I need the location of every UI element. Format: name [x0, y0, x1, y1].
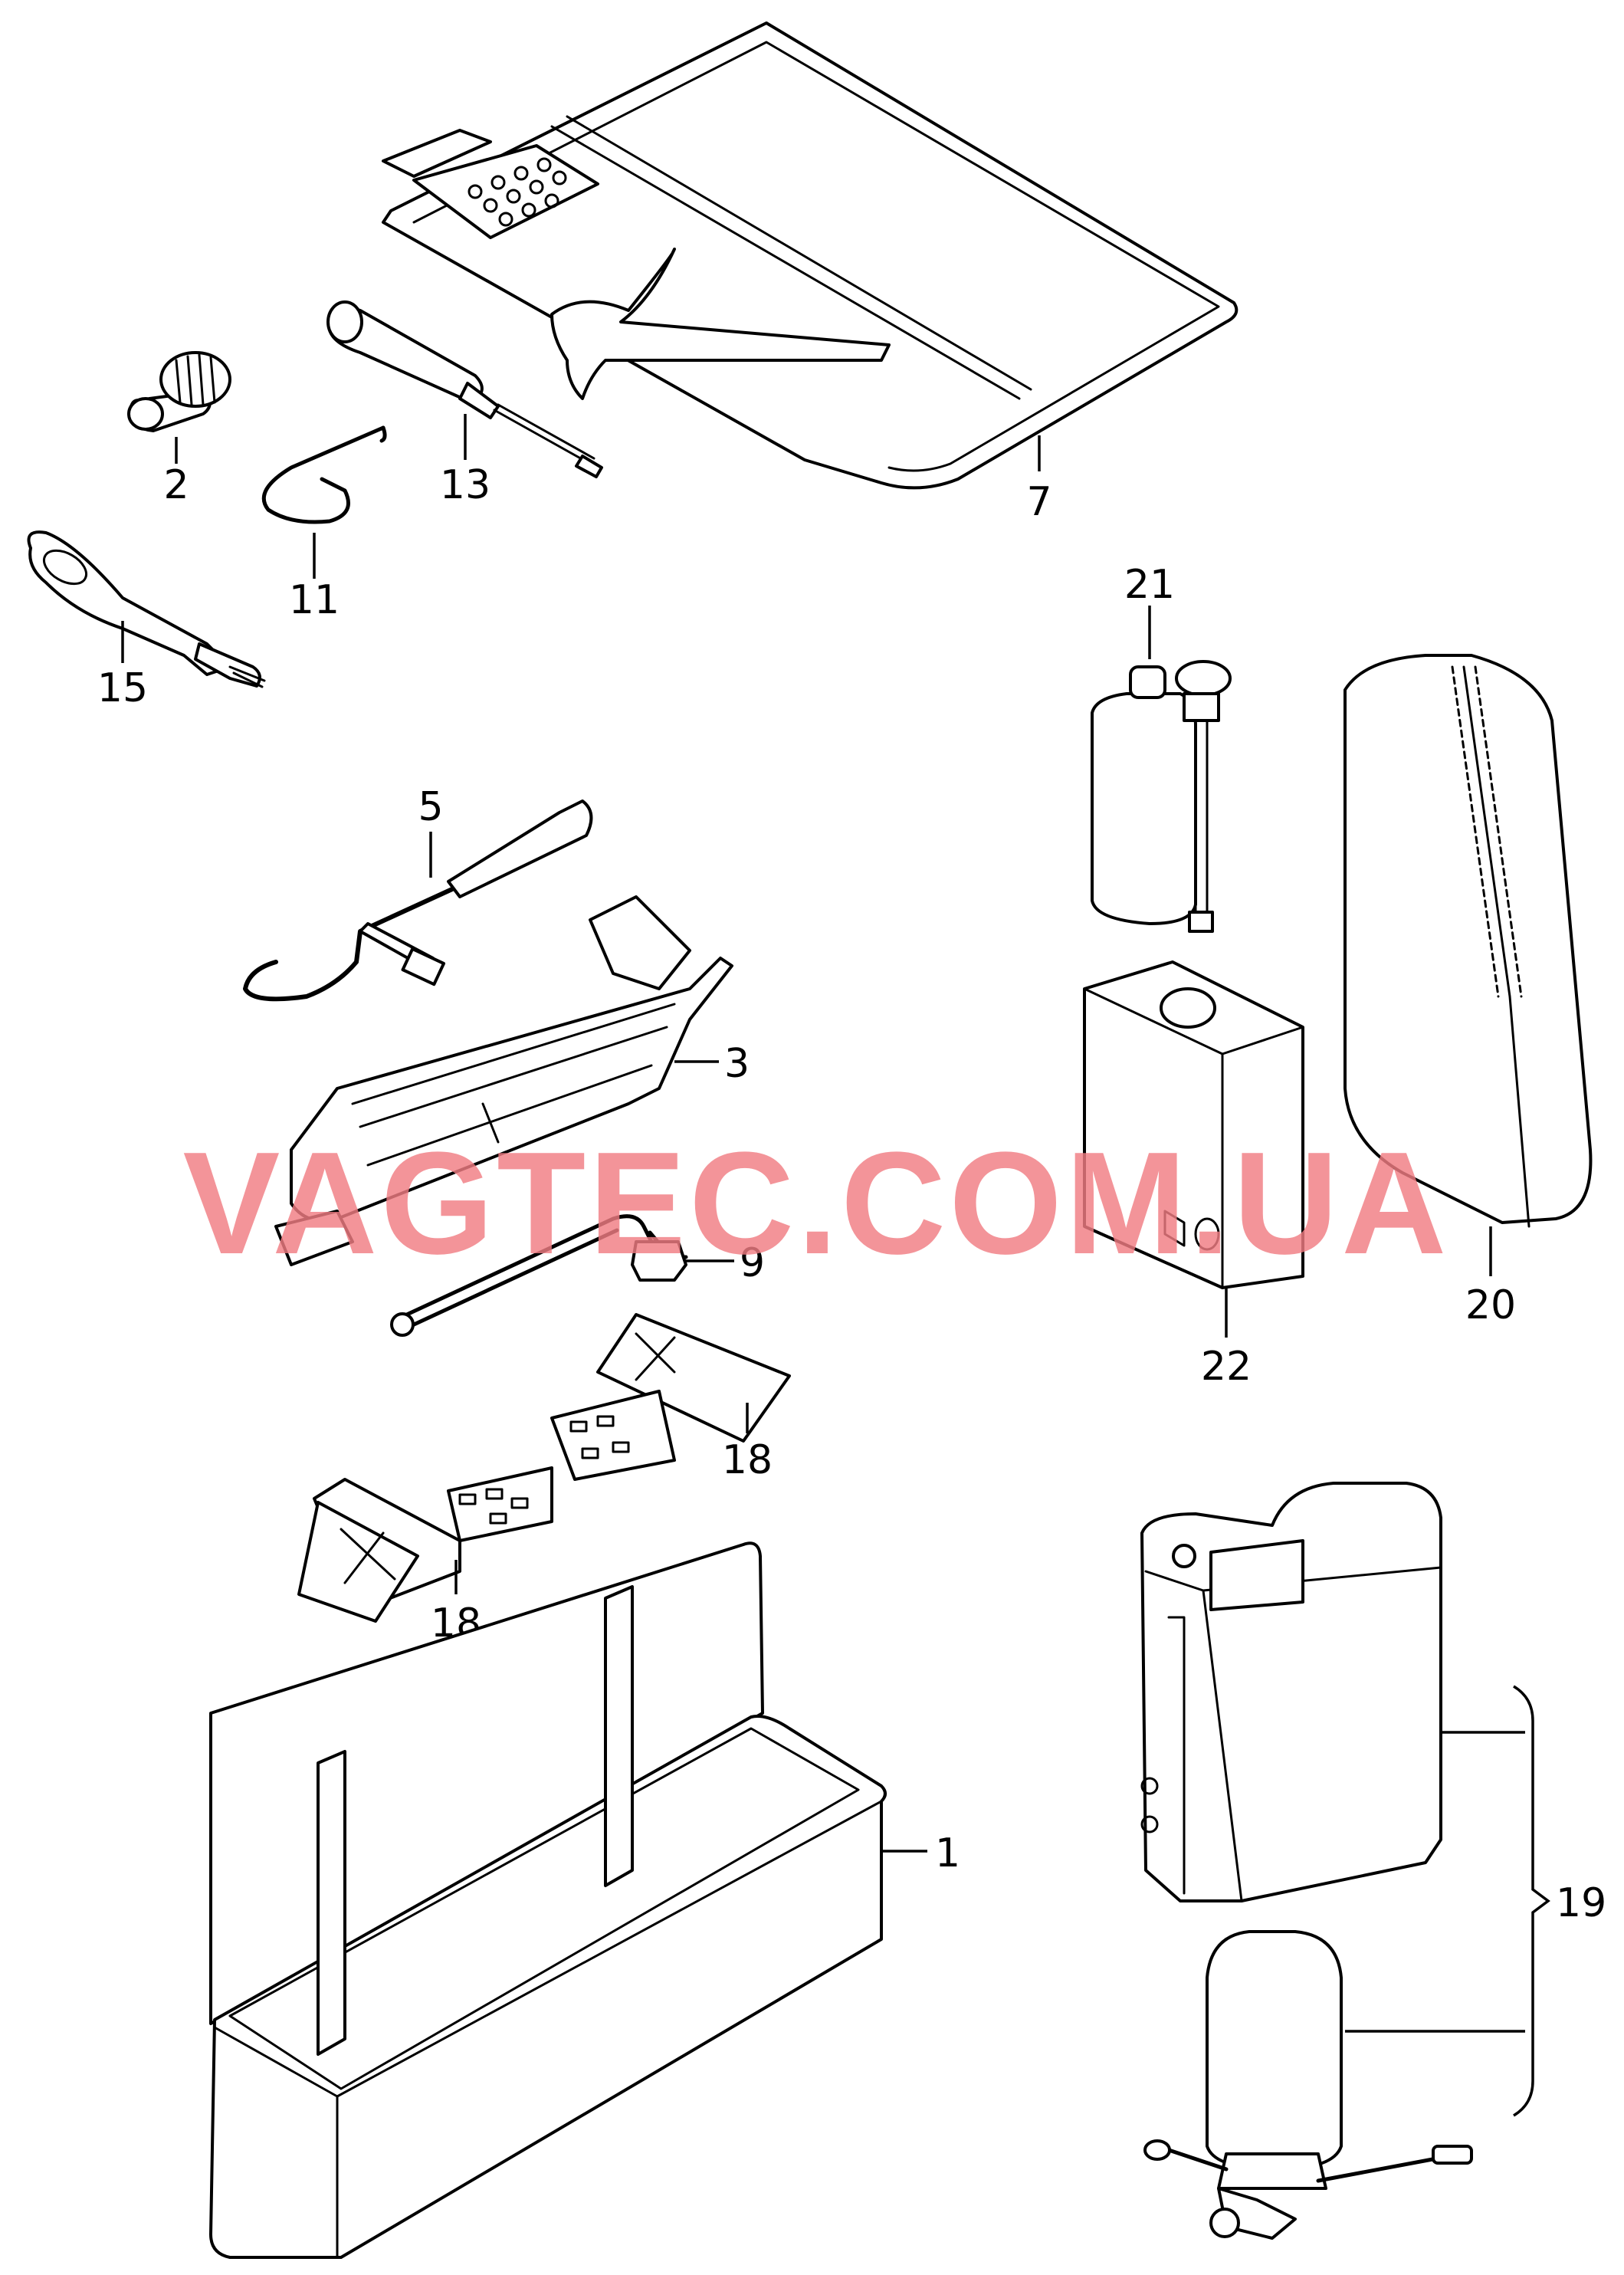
cover-bag-part-20[interactable] — [1343, 654, 1593, 1228]
wheel-wrench-part-9[interactable] — [390, 1214, 688, 1337]
tool-bag-part-7[interactable] — [382, 21, 1239, 490]
callout-9: 9 — [740, 1240, 765, 1286]
callout-21: 21 — [1124, 562, 1175, 608]
crank-handle-part-5[interactable] — [243, 799, 593, 1002]
callout-7: 7 — [1026, 479, 1051, 525]
compressor-unit-part-19[interactable] — [1140, 1482, 1442, 1902]
screwdriver-part-13[interactable] — [326, 300, 603, 478]
callout-20: 20 — [1465, 1282, 1516, 1328]
callout-18-upper: 18 — [722, 1437, 773, 1483]
callout-5: 5 — [418, 784, 443, 830]
brace-19 — [1513, 1685, 1550, 2117]
callout-22: 22 — [1201, 1344, 1252, 1390]
hook-part-11[interactable] — [261, 425, 387, 524]
callout-3: 3 — [724, 1041, 750, 1087]
towing-eye-part-15[interactable] — [27, 530, 266, 688]
callout-1: 1 — [935, 1830, 960, 1876]
callout-15: 15 — [97, 665, 148, 711]
storage-box-part-1[interactable] — [209, 1541, 887, 2259]
leader-19 — [1345, 1731, 1525, 2033]
callout-19: 19 — [1556, 1880, 1606, 1926]
callout-2: 2 — [163, 462, 189, 508]
wheel-chock-part-18-upper[interactable] — [550, 1313, 791, 1481]
valve-cap-part-2[interactable] — [127, 351, 231, 432]
wheel-chock-part-18-lower[interactable] — [297, 1466, 553, 1623]
sealant-bottle-part-21[interactable] — [1091, 660, 1232, 933]
callout-11: 11 — [289, 577, 340, 623]
compressor-bottle-part-19[interactable] — [1143, 1930, 1473, 2240]
callout-13: 13 — [440, 462, 490, 508]
compressor-box-part-22[interactable] — [1083, 960, 1304, 1289]
car-jack-part-3[interactable] — [274, 895, 733, 1266]
bag-label-dots — [468, 157, 567, 227]
watermark: VAGTEC.COM.UA — [183, 1122, 1450, 1285]
